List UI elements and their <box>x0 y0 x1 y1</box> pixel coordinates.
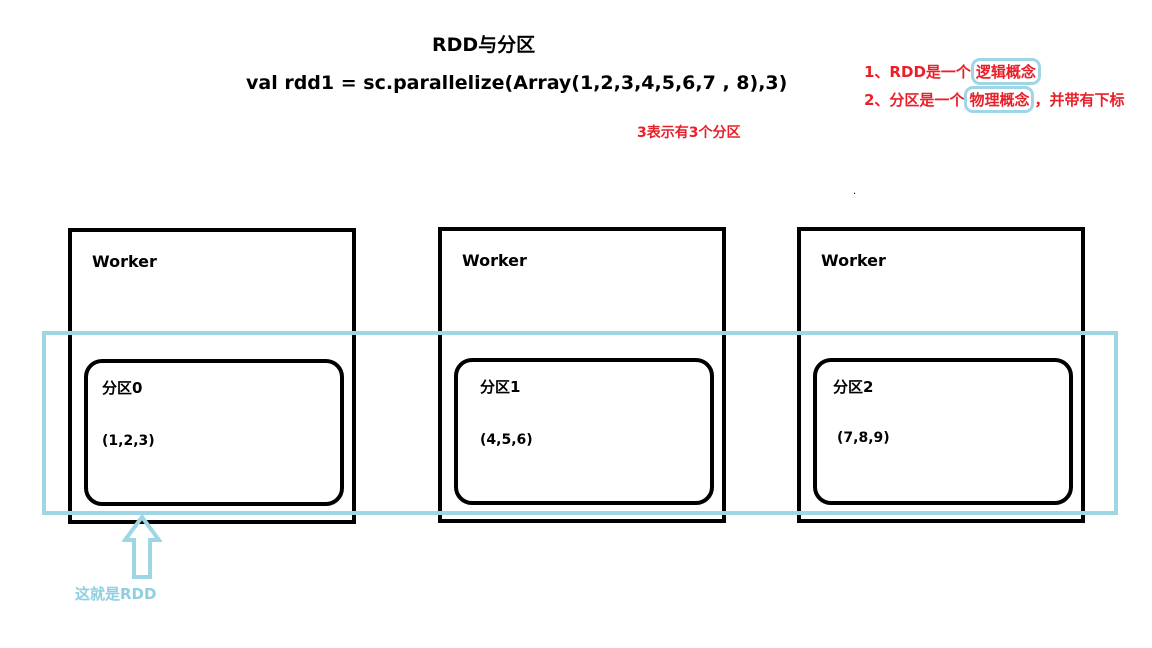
note2-prefix: 2、分区是一个 <box>864 91 965 109</box>
partition-data: (7,8,9) <box>837 430 890 446</box>
note-partition-physical: 2、分区是一个物理概念，并带有下标 <box>864 86 1125 113</box>
note2-suffix: ，并带有下标 <box>1034 91 1125 109</box>
partition-name: 分区1 <box>480 378 521 396</box>
partition-box-1: 分区1 (4,5,6) <box>454 358 714 505</box>
note1-highlight: 逻辑概念 <box>970 58 1041 85</box>
worker-label: Worker <box>462 251 527 270</box>
worker-box-1: Worker 分区1 (4,5,6) <box>438 227 726 523</box>
partition-data: (4,5,6) <box>480 432 533 448</box>
partition-data: (1,2,3) <box>102 433 155 449</box>
stray-dot: . <box>853 186 857 197</box>
worker-label: Worker <box>821 251 886 270</box>
partition-name: 分区2 <box>833 378 874 396</box>
rdd-caption: 这就是RDD <box>75 585 157 603</box>
worker-label: Worker <box>92 252 157 271</box>
note2-highlight: 物理概念 <box>964 86 1035 113</box>
note-rdd-logical: 1、RDD是一个逻辑概念 <box>864 58 1041 85</box>
partition-name: 分区0 <box>102 379 143 397</box>
code-line: val rdd1 = sc.parallelize(Array(1,2,3,4,… <box>246 72 788 94</box>
partition-box-0: 分区0 (1,2,3) <box>84 359 344 506</box>
partition-box-2: 分区2 (7,8,9) <box>813 358 1073 505</box>
up-arrow-icon <box>122 514 162 579</box>
note1-prefix: 1、RDD是一个 <box>864 63 971 81</box>
partition-count-note: 3表示有3个分区 <box>637 125 741 141</box>
worker-box-2: Worker 分区2 (7,8,9) <box>797 227 1085 523</box>
worker-box-0: Worker 分区0 (1,2,3) <box>68 228 356 524</box>
diagram-title: RDD与分区 <box>432 34 536 56</box>
